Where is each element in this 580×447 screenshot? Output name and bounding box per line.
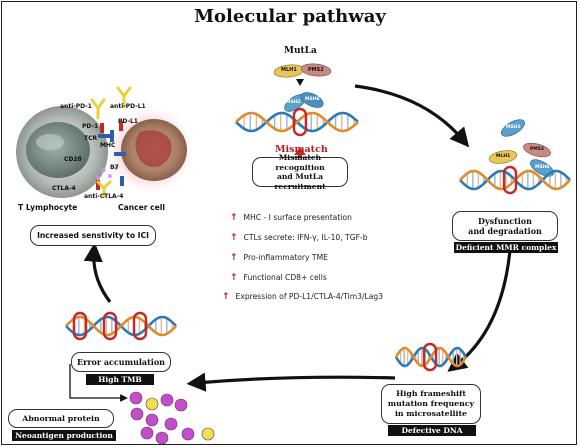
dysfunction-line-1: Dysfunction — [478, 216, 532, 226]
up-arrow-icon: ↑ — [230, 233, 238, 243]
error-box: Error accumulation — [71, 352, 171, 372]
pdl1-label: PD-L1 — [118, 118, 138, 125]
neoantigen-bead — [130, 407, 144, 421]
up-arrow-icon: ↑ — [230, 273, 238, 283]
dysfunction-bar: Deficient MMR complex — [454, 242, 558, 253]
connector-arrow — [69, 364, 128, 402]
frameshift-line-3: in microsatellite — [394, 409, 468, 418]
flow-arrow-top — [354, 84, 470, 148]
flow-arrow-left — [83, 242, 112, 303]
abnormal-text: Abnormal protein — [22, 414, 100, 423]
abnormal-box: Abnormal protein — [8, 409, 114, 428]
anti-pd1-label: anti-PD-1 — [60, 103, 92, 110]
neoantigen-bead — [181, 427, 195, 441]
dna-helix-bottom-right — [394, 342, 468, 372]
b7-label: B7 — [110, 164, 119, 171]
cd28-label: CD28 — [64, 156, 82, 163]
flow-arrow-bottom — [186, 372, 396, 392]
frameshift-bar: Defective DNA — [388, 425, 476, 436]
neoantigen-bead — [129, 391, 143, 405]
ctla4-label: CTLA-4 — [52, 185, 76, 192]
mlh1-label-right: MLH1 — [496, 154, 511, 159]
mutla-label: MutLa — [284, 46, 317, 56]
frameshift-line-1: High frameshift — [396, 389, 466, 398]
mismatch-marker — [292, 107, 308, 137]
ici-box: Increased senstivity to ICI — [30, 225, 156, 246]
frameshift-line-2: mutation frequency — [387, 399, 475, 408]
neoantigen-bead — [160, 393, 174, 407]
dna-helix-left — [65, 311, 177, 341]
neoantigen-bead — [140, 426, 154, 440]
msh2-label-right: MSH2 — [506, 125, 521, 130]
error-bar: High TMB — [86, 374, 154, 385]
neoantigen-bead — [201, 427, 215, 441]
anti-pdl1-label: anti-PD-L1 — [110, 103, 146, 110]
mismatch-arrow — [294, 147, 306, 160]
mhc-label: MHC — [100, 142, 116, 149]
recognition-line-1: Mismatch recognition — [275, 153, 325, 172]
mutla-complex — [273, 63, 332, 86]
neoantigen-beads — [129, 391, 215, 445]
mismatch-marker — [502, 165, 518, 195]
neoantigen-bead — [174, 398, 188, 412]
dysfunction-line-2: and degradation — [468, 226, 542, 236]
t-cell-label: T Lymphocyte — [18, 203, 78, 212]
effect-item-5: ↑Expression of PD-L1/CTLA-4/Tim3/Lag3 — [222, 292, 384, 302]
figure-title: Molecular pathway — [194, 6, 386, 27]
cancer-cell-label: Cancer cell — [118, 203, 166, 212]
mlh1-label-top: MLH1 — [281, 67, 297, 73]
dna-strand — [394, 346, 468, 368]
dna-helix-right — [459, 165, 571, 195]
mmr-proteins-degraded — [488, 119, 554, 177]
mutsa-complex — [284, 92, 324, 112]
flow-arrow-right — [447, 249, 512, 372]
pd1-label: PD-1 — [82, 123, 99, 130]
effect-item-3: ↑Pro-inflammatory TME — [230, 253, 328, 263]
abnormal-bar: Neoantigen production — [12, 430, 116, 441]
msh6-label-center: MSH6 — [305, 97, 320, 102]
pms2-label-right: PMS2 — [530, 147, 545, 152]
neoantigen-bead — [164, 417, 178, 431]
dysfunction-box: Dysfunction and degradation — [452, 211, 558, 241]
mismatch-marker — [102, 311, 118, 341]
dna-strand — [235, 111, 359, 133]
anti-ctla4-label: anti-CTLA-4 — [84, 193, 124, 200]
ici-text: Increased senstivity to ICI — [37, 231, 149, 240]
neoantigen-bead — [155, 431, 169, 445]
msh2-label-center: MSH2 — [286, 100, 301, 105]
mismatch-label: Mismatch — [275, 144, 328, 155]
effect-item-1: ↑MHC - I surface presentation — [230, 213, 352, 223]
recognition-line-2: and MutLa recruitment — [274, 172, 326, 191]
effect-item-2: ↑CTLs secrete: IFN-γ, IL-10, TGF-b — [230, 233, 368, 243]
up-arrow-icon: ↑ — [230, 253, 238, 263]
effect-item-4: ↑Functional CD8+ cells — [230, 273, 327, 283]
mismatch-marker — [72, 311, 88, 341]
dna-strand — [65, 315, 177, 337]
up-arrow-icon: ↑ — [222, 292, 230, 302]
tcr-label: TCR — [84, 135, 98, 142]
up-arrow-icon: ↑ — [230, 213, 238, 223]
neoantigen-bead — [145, 397, 159, 411]
pms2-label-top: PMS2 — [308, 67, 324, 73]
neoantigen-bead — [145, 413, 159, 427]
mismatch-marker — [132, 311, 148, 341]
msh6-label-right: MSH6 — [535, 165, 550, 170]
error-text: Error accumulation — [77, 357, 165, 367]
frameshift-box: High frameshift mutation frequency in mi… — [381, 384, 481, 424]
immune-synapse — [16, 86, 194, 198]
recognition-box: Mismatch recognition and MutLa recruitme… — [252, 153, 348, 191]
dna-helix-center — [235, 107, 359, 137]
mismatch-marker — [422, 342, 438, 372]
